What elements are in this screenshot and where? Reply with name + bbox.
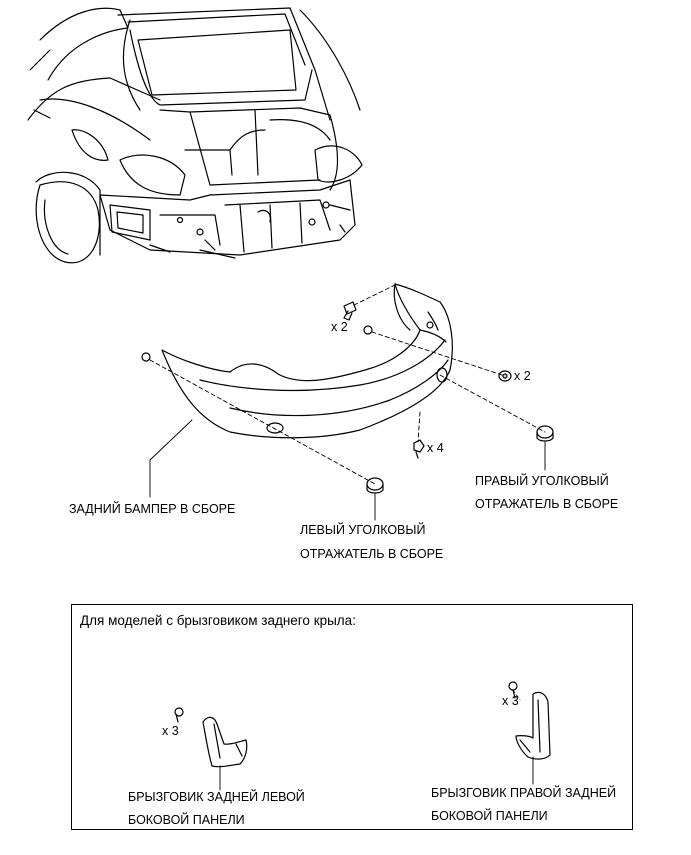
car-rear-illustration (27, 7, 363, 264)
fasteners (141, 301, 554, 494)
right-reflector-label-line2: ОТРАЖАТЕЛЬ В СБОРЕ (475, 497, 619, 511)
screw-quantity: x 2 (514, 369, 531, 383)
right-mudguard-label-line2: БОКОВОЙ ПАНЕЛИ (431, 809, 548, 823)
left-mudguard-illustration (174, 707, 248, 768)
right-mudguard-label-line1: БРЫЗГОВИК ПРАВОЙ ЗАДНЕЙ (431, 786, 617, 800)
right-reflector-label-line1: ПРАВЫЙ УГОЛКОВЫЙ (475, 474, 609, 488)
assembly-lines (149, 284, 546, 485)
inset-leader-lines (219, 756, 534, 791)
right-reflector-icon (536, 425, 554, 442)
bolt-icon (343, 301, 357, 321)
left-mudguard-screw-quantity: x 3 (162, 724, 179, 738)
left-reflector-icon (366, 477, 384, 494)
rear-bumper-illustration (161, 283, 453, 439)
nut-icon (141, 352, 151, 362)
mudguard-inset-box: Для моделей с брызговиком заднего крыла: (71, 604, 633, 830)
right-mudguard-screw-quantity: x 3 (502, 694, 519, 708)
inset-title: Для моделей с брызговиком заднего крыла: (80, 613, 356, 628)
clip-quantity: x 4 (427, 441, 444, 455)
clip-icon (413, 439, 425, 459)
bolt-quantity: x 2 (331, 320, 348, 334)
left-reflector-label-line1: ЛЕВЫЙ УГОЛКОВЫЙ (300, 523, 426, 537)
left-mudguard-label-line1: БРЫЗГОВИК ЗАДНЕЙ ЛЕВОЙ (128, 790, 305, 804)
left-mudguard-label-line2: БОКОВОЙ ПАНЕЛИ (128, 813, 245, 827)
nut-icon-2 (363, 325, 373, 335)
left-reflector-label-line2: ОТРАЖАТЕЛЬ В СБОРЕ (300, 547, 444, 561)
right-mudguard-illustration (508, 681, 551, 760)
rear-bumper-label: ЗАДНИЙ БАМПЕР В СБОРЕ (69, 502, 236, 516)
leader-lines (149, 419, 546, 521)
screw-icon (498, 370, 512, 382)
screw-icon-left (174, 707, 184, 717)
